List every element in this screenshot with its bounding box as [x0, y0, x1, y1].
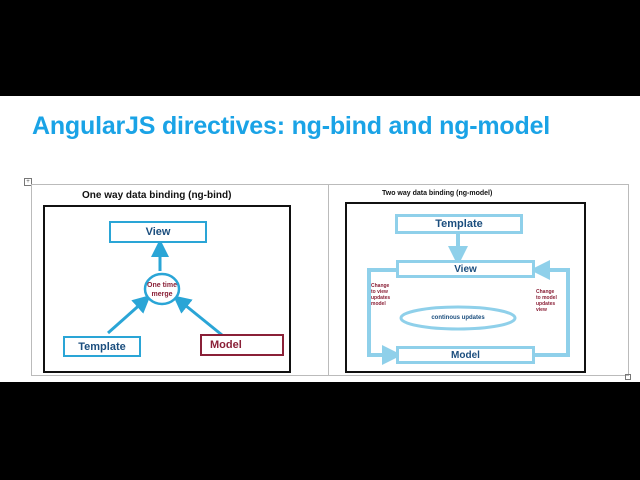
- one-way-heading: One way data binding (ng-bind): [82, 190, 232, 201]
- two-way-template-box: Template: [395, 214, 523, 234]
- one-way-view-box: View: [109, 221, 207, 243]
- one-way-model-box: Model: [200, 334, 284, 356]
- merge-label-line-2: merge: [151, 291, 173, 298]
- template-to-merge-arrow: [107, 295, 151, 335]
- right-note-line-4: view: [536, 307, 547, 313]
- one-time-merge-ellipse: [143, 272, 181, 306]
- change-to-view-note: Change to view updates model: [371, 283, 401, 307]
- one-time-merge-label: One time merge: [147, 281, 177, 299]
- left-note-line-1: Change: [371, 283, 390, 289]
- change-to-model-note: Change to model updates view: [536, 289, 566, 313]
- two-way-model-box: Model: [396, 346, 535, 364]
- four-way-move-icon[interactable]: +: [24, 178, 32, 186]
- slide: AngularJS directives: ng-bind and ng-mod…: [0, 96, 640, 382]
- continuous-updates-ellipse: [399, 305, 517, 331]
- model-to-merge-arrow: [173, 295, 223, 337]
- right-note-line-2: to model: [536, 295, 557, 301]
- view-to-model-loop: [367, 268, 402, 365]
- two-way-view-box: View: [396, 260, 535, 278]
- diagram-connectors: [107, 234, 570, 365]
- left-note-line-3: updates: [371, 295, 391, 301]
- model-to-view-loop: [530, 260, 570, 357]
- two-way-heading: Two way data binding (ng-model): [382, 190, 493, 197]
- left-note-line-2: to view: [371, 289, 388, 295]
- right-note-line-1: Change: [536, 289, 555, 295]
- comparison-table: [31, 184, 629, 376]
- one-way-diagram-panel: [43, 205, 291, 373]
- right-note-line-3: updates: [536, 301, 556, 307]
- table-column-divider: [328, 184, 329, 375]
- one-way-template-box: Template: [63, 336, 141, 357]
- resize-handle-icon[interactable]: [625, 374, 631, 380]
- slide-title: AngularJS directives: ng-bind and ng-mod…: [32, 112, 551, 140]
- left-note-line-4: model: [371, 301, 386, 307]
- continuous-updates-label: continous updates: [431, 315, 485, 321]
- merge-label-line-1: One time: [147, 282, 177, 289]
- two-way-diagram-panel: [345, 202, 586, 373]
